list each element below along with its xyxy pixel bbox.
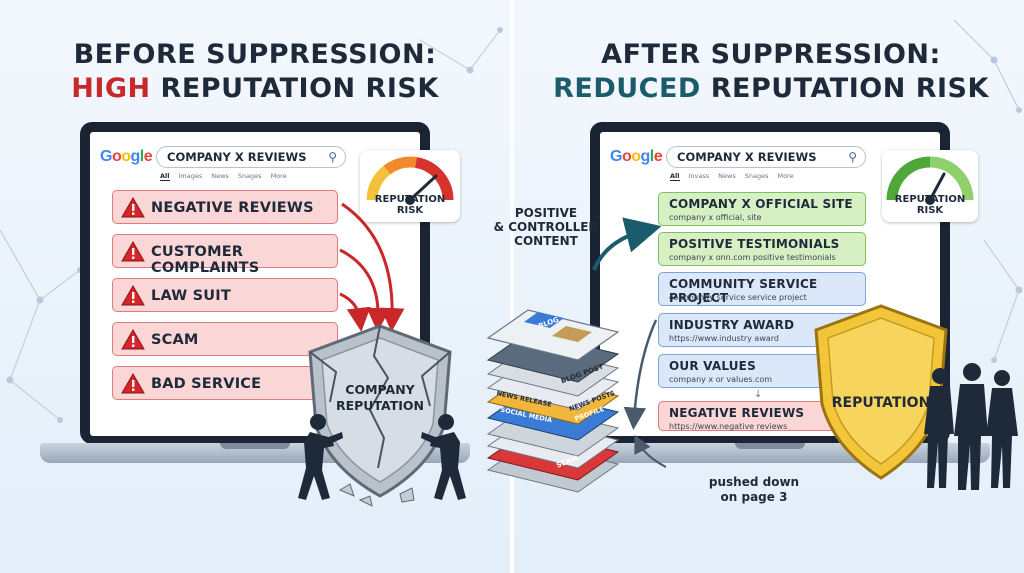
cracked-shield-icon: [308, 324, 452, 507]
warning-icon: [121, 329, 145, 350]
people-group-icon: [924, 363, 1018, 490]
before-search-query: COMPANY X REVIEWS: [167, 150, 307, 164]
callout-line3: CONTENT: [514, 234, 578, 248]
after-result-community-service[interactable]: COMMUNITY SERVICE PROJECT community serv…: [658, 272, 866, 306]
after-result-industry-award[interactable]: INDUSTRY AWARD https://www.industry awar…: [658, 313, 866, 347]
search-icon[interactable]: ⚲: [848, 150, 857, 164]
result-title: SCAM: [151, 332, 199, 348]
after-gauge-label: REPUTATION RISK: [894, 194, 966, 216]
before-headline: BEFORE SUPPRESSION: HIGH REPUTATION RISK: [10, 38, 500, 106]
result-title: BAD SERVICE: [151, 376, 262, 392]
warning-icon: [121, 373, 145, 394]
tab-invass[interactable]: Invass: [688, 172, 710, 180]
suppression-arrows-icon: [592, 217, 666, 469]
warning-icon: [121, 285, 145, 306]
result-url: company x official, site: [669, 213, 762, 222]
after-headline-rest: REPUTATION RISK: [700, 73, 989, 104]
result-title: OUR VALUES: [669, 359, 756, 373]
after-headline-accent: REDUCED: [553, 73, 701, 104]
after-laptop-notch: [735, 443, 805, 449]
tab-images[interactable]: Images: [178, 172, 203, 180]
before-laptop-notch: [220, 443, 290, 449]
before-headline-accent: HIGH: [71, 73, 151, 104]
network-background: [953, 19, 1023, 363]
after-search-input[interactable]: COMPANY X REVIEWS ⚲: [666, 146, 866, 168]
result-url: company x onn.com positive testimonials: [669, 253, 836, 262]
before-headline-rest: REPUTATION RISK: [150, 73, 439, 104]
warning-icon: [121, 241, 145, 262]
before-result-bad-service[interactable]: BAD SERVICE: [112, 366, 338, 400]
before-headline-line1: BEFORE SUPPRESSION:: [73, 39, 437, 70]
result-title: CUSTOMER COMPLAINTS: [151, 244, 260, 276]
result-title: INDUSTRY AWARD: [669, 318, 795, 332]
after-headline-line2: REDUCED REPUTATION RISK: [526, 72, 1016, 106]
after-result-official-site[interactable]: COMPANY X OFFICIAL SITE company x offici…: [658, 192, 866, 226]
gold-shield-icon: [814, 304, 948, 480]
content-stack-icon: [486, 309, 620, 493]
gauge-high-icon: [366, 156, 454, 205]
tab-more[interactable]: More: [777, 172, 794, 180]
before-result-law-suit[interactable]: LAW SUIT: [112, 278, 338, 312]
callout-line1: POSITIVE: [514, 206, 578, 220]
callout-line2: & CONTROLLED: [493, 220, 599, 234]
before-google-logo: Google: [100, 148, 153, 165]
result-title: COMPANY X OFFICIAL SITE: [669, 197, 853, 211]
shield-label-line2: REPUTATION: [335, 398, 424, 413]
tab-news[interactable]: News: [718, 172, 736, 180]
after-panel: AFTER SUPPRESSION: REDUCED REPUTATION RI…: [514, 0, 1024, 573]
panel-divider: [510, 0, 514, 573]
tab-all[interactable]: All: [160, 172, 170, 181]
before-risk-gauge: REPUTATION RISK: [360, 150, 460, 222]
shield-label-line1: COMPANY: [345, 382, 415, 397]
result-title: COMMUNITY SERVICE PROJECT: [669, 277, 818, 305]
result-url: community service service project: [669, 293, 807, 302]
before-result-scam[interactable]: SCAM: [112, 322, 338, 356]
after-shield-label: REPUTATION: [831, 395, 931, 411]
result-url: https://www.industry award: [669, 334, 779, 343]
before-result-negative-reviews[interactable]: NEGATIVE REVIEWS: [112, 190, 338, 224]
after-risk-gauge: REPUTATION RISK: [882, 150, 978, 222]
before-search-input[interactable]: COMPANY X REVIEWS ⚲: [156, 146, 346, 168]
before-result-customer-complaints[interactable]: CUSTOMER COMPLAINTS: [112, 234, 338, 276]
pushed-note-line1: pushed down: [708, 475, 800, 489]
search-icon[interactable]: ⚲: [328, 150, 337, 164]
after-headline-line1: AFTER SUPPRESSION:: [601, 39, 941, 70]
tab-news[interactable]: News: [211, 172, 229, 180]
before-shield-label: COMPANY REPUTATION: [325, 382, 435, 414]
result-url: https://www.negative reviews: [669, 422, 788, 431]
result-title: POSITIVE TESTIMONIALS: [669, 237, 840, 251]
after-headline: AFTER SUPPRESSION: REDUCED REPUTATION RI…: [526, 38, 1016, 106]
after-google-logo: Google: [610, 148, 663, 165]
tab-more[interactable]: More: [270, 172, 287, 180]
person-pushing-left-icon: [298, 414, 343, 500]
before-search-tabs: All Images News Snages More: [160, 172, 296, 181]
pushed-down-note: pushed down on page 3: [694, 475, 814, 505]
warning-icon: [121, 197, 145, 218]
pushed-note-line2: on page 3: [720, 490, 788, 504]
before-panel: BEFORE SUPPRESSION: HIGH REPUTATION RISK…: [0, 0, 510, 573]
after-search-query: COMPANY X REVIEWS: [677, 150, 817, 164]
tab-all[interactable]: All: [670, 172, 680, 181]
person-pushing-right-icon: [421, 414, 466, 500]
result-title: LAW SUIT: [151, 288, 231, 304]
result-title: NEGATIVE REVIEWS: [669, 406, 805, 420]
gauge-low-icon: [886, 156, 974, 205]
after-result-testimonials[interactable]: POSITIVE TESTIMONIALS company x onn.com …: [658, 232, 866, 266]
tab-snages[interactable]: Snages: [237, 172, 262, 180]
impact-arrows-icon: [339, 202, 405, 332]
after-search-tabs: All Invass News Snages More: [670, 172, 803, 181]
result-title: NEGATIVE REVIEWS: [151, 200, 314, 216]
result-url: company x or values.com: [669, 375, 773, 384]
positive-content-callout: POSITIVE & CONTROLLED CONTENT: [492, 206, 600, 248]
before-headline-line2: HIGH REPUTATION RISK: [10, 72, 500, 106]
tab-snages[interactable]: Snages: [744, 172, 769, 180]
chevron-down-icon: ↓: [754, 389, 763, 400]
before-gauge-label: REPUTATION RISK: [374, 194, 446, 216]
